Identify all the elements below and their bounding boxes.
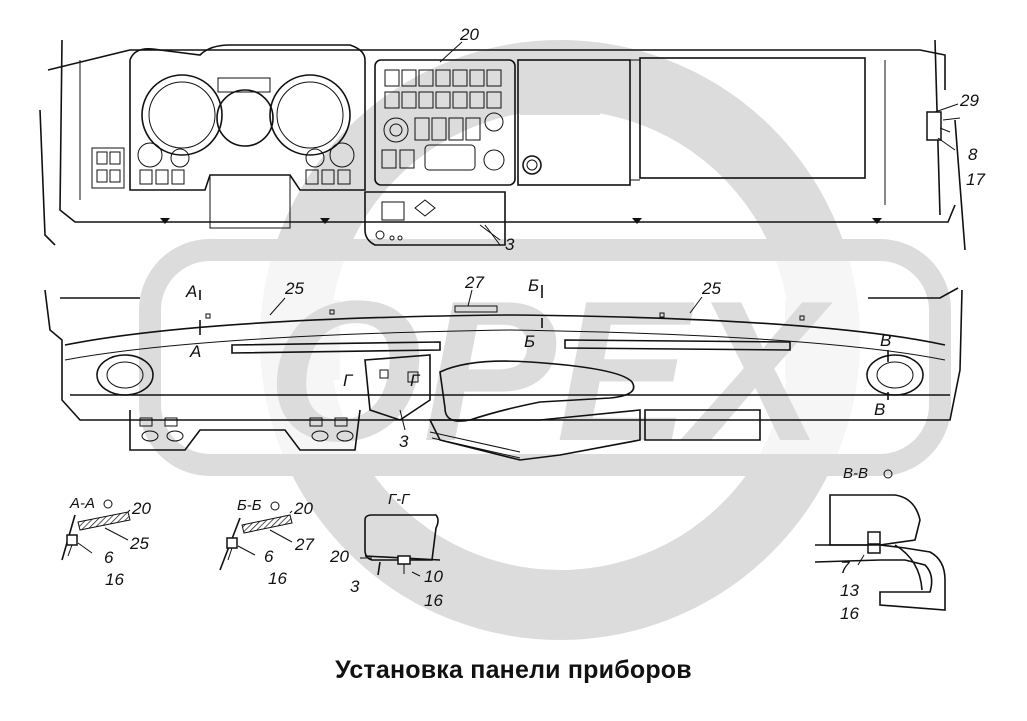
bb-label-27: 27 [294, 535, 314, 554]
diagram-caption: Установка панели приборов [335, 656, 692, 684]
top-callouts: 20 3 29 8 17 [439, 25, 985, 254]
bb-label-20: 20 [293, 499, 313, 518]
section-mark-g-left: Г [343, 371, 354, 390]
section-mark-a-top: А [185, 282, 197, 301]
gg-label-16: 16 [424, 591, 443, 610]
gg-label-3: 3 [350, 577, 360, 596]
section-mark-a-bottom: А [189, 342, 201, 361]
section-vv-title: В-В [843, 465, 868, 482]
aa-label-25: 25 [129, 534, 149, 553]
bb-label-16: 16 [268, 569, 287, 588]
vv-label-13: 13 [840, 581, 859, 600]
callout-3-mid: 3 [399, 432, 409, 451]
section-vv: В-В 7 13 16 [814, 465, 946, 623]
section-mark-b-top: Б [528, 276, 539, 295]
callout-25-right: 25 [701, 279, 721, 298]
vv-label-16: 16 [840, 604, 859, 623]
callout-17: 17 [966, 170, 985, 189]
section-mark-v-bottom: В [874, 400, 885, 419]
bb-label-6: 6 [264, 547, 274, 566]
aa-label-6: 6 [104, 548, 114, 567]
aa-label-20: 20 [131, 499, 151, 518]
section-mark-v-top: В [880, 331, 891, 350]
callout-20: 20 [459, 25, 479, 44]
callout-25-left: 25 [284, 279, 304, 298]
callout-27: 27 [464, 273, 484, 292]
callout-3: 3 [505, 235, 515, 254]
section-bb-title: Б-Б [237, 497, 262, 514]
section-gg: Г-Г 20 3 10 16 [329, 491, 443, 610]
watermark: OPEX [139, 40, 951, 640]
watermark-text: OPEX [267, 260, 833, 483]
section-mark-b-bottom: Б [524, 332, 535, 351]
gg-label-10: 10 [424, 567, 443, 586]
callout-29: 29 [959, 91, 979, 110]
section-gg-title: Г-Г [388, 491, 411, 508]
middle-callouts: А А 25 27 Б Б 25 В В Г Г 3 [185, 273, 891, 451]
gg-label-20: 20 [329, 547, 349, 566]
section-bb: Б-Б 20 27 6 16 [219, 497, 314, 588]
section-mark-g-right: Г [410, 371, 421, 390]
vv-label-7: 7 [840, 558, 850, 577]
panel-drawing: OPEX [39, 25, 985, 640]
top-view [39, 39, 966, 251]
callout-8: 8 [968, 145, 978, 164]
section-aa: А-А 20 25 6 16 [61, 495, 151, 589]
section-aa-title: А-А [69, 495, 95, 512]
middle-view [44, 285, 963, 461]
aa-label-16: 16 [105, 570, 124, 589]
